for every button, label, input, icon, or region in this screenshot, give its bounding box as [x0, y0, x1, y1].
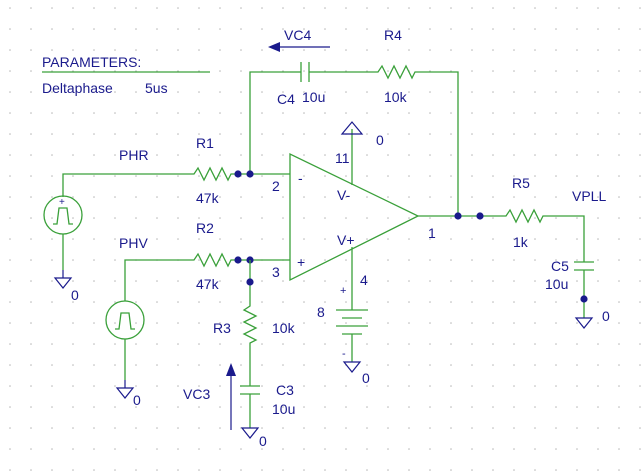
capacitor-c4 — [290, 62, 320, 82]
parameters-value: 5us — [145, 80, 168, 96]
opamp-pin-out: 1 — [428, 225, 436, 241]
source-phr-label: PHR — [119, 147, 149, 163]
out-junction-2 — [476, 212, 484, 220]
opamp-sign-inv: - — [298, 170, 303, 186]
battery-value: 8 — [317, 304, 325, 320]
feedback-wire-left — [249, 71, 290, 174]
opamp-pin-noninv: 3 — [272, 264, 280, 280]
resistor-r5 — [500, 208, 548, 224]
r2-junction — [234, 256, 242, 264]
capacitor-c3 — [240, 385, 260, 428]
phr-pulse-icon — [53, 207, 73, 225]
probe-vpll-label: VPLL — [572, 188, 606, 204]
ground-c3-icon — [240, 427, 260, 439]
resistor-r4-ref: R4 — [384, 27, 402, 43]
ground-phr-label: 0 — [71, 287, 79, 303]
capacitor-c3-value: 10u — [272, 401, 295, 417]
battery-symbol — [336, 309, 368, 362]
phv-wire-top — [124, 259, 188, 301]
ground-phv-label: 0 — [133, 392, 141, 408]
resistor-r5-value: 1k — [513, 234, 529, 250]
ground-battery-label: 0 — [362, 370, 370, 386]
ground-c3-label: 0 — [259, 433, 267, 449]
capacitor-c3-ref: C3 — [276, 382, 294, 398]
resistor-r1-value: 47k — [196, 190, 220, 206]
battery-plus: + — [340, 285, 346, 297]
battery-minus: - — [342, 348, 346, 360]
resistor-r3-value: 10k — [272, 320, 296, 336]
phr-wire-top — [62, 173, 188, 197]
phv-pulse-icon — [115, 312, 135, 330]
capacitor-c5-ref: C5 — [551, 258, 569, 274]
inv-junction — [246, 170, 254, 178]
vc3-arrow — [226, 363, 236, 430]
out-junction — [454, 212, 462, 220]
opamp-body — [289, 152, 420, 282]
ground-c5-icon — [574, 317, 594, 329]
opamp-pin-inv: 2 — [272, 178, 280, 194]
ground-battery-icon — [342, 361, 362, 373]
probe-vc4-label: VC4 — [284, 27, 311, 43]
resistor-r4 — [370, 64, 418, 80]
capacitor-c5-value: 10u — [545, 276, 568, 292]
parameters-name: Deltaphase — [42, 80, 113, 96]
opamp-label-vpos: V+ — [337, 232, 355, 248]
phr-plus: + — [59, 197, 65, 208]
resistor-r4-value: 10k — [384, 89, 408, 105]
resistor-r1-ref: R1 — [196, 135, 214, 151]
source-phv-label: PHV — [119, 235, 148, 251]
vpll-wire — [548, 215, 585, 262]
resistor-r2-value: 47k — [196, 276, 220, 292]
parameters-title: PARAMETERS: — [42, 54, 141, 70]
opamp-pin-vpos: 4 — [360, 272, 368, 288]
ground-phr-icon — [53, 277, 73, 289]
ground-phv-icon — [115, 387, 135, 399]
grid-dots — [9, 7, 641, 471]
vc4-arrow — [268, 42, 330, 52]
vneg-zero-symbol — [340, 121, 364, 135]
opamp-label-vneg: V- — [337, 187, 351, 203]
r1-junction — [234, 170, 242, 178]
resistor-r5-ref: R5 — [512, 175, 530, 191]
r3-junction — [246, 278, 254, 286]
opamp-pin-vneg: 11 — [335, 150, 350, 166]
resistor-r1 — [188, 166, 238, 182]
feedback-wire-out — [418, 71, 459, 216]
resistor-r3 — [242, 300, 258, 350]
resistor-r2 — [188, 252, 238, 268]
capacitor-c4-value: 10u — [302, 89, 325, 105]
capacitor-c5 — [574, 261, 594, 318]
ground-c5-label: 0 — [602, 308, 610, 324]
vneg-zero-label: 0 — [376, 132, 384, 148]
capacitor-c4-ref: C4 — [277, 91, 295, 107]
resistor-r3-ref: R3 — [213, 320, 231, 336]
resistor-r2-ref: R2 — [196, 220, 214, 236]
phv-source-body — [105, 300, 145, 340]
c5-junction — [580, 295, 588, 303]
opamp-sign-noninv: + — [297, 254, 305, 270]
probe-vc3-label: VC3 — [183, 386, 210, 402]
